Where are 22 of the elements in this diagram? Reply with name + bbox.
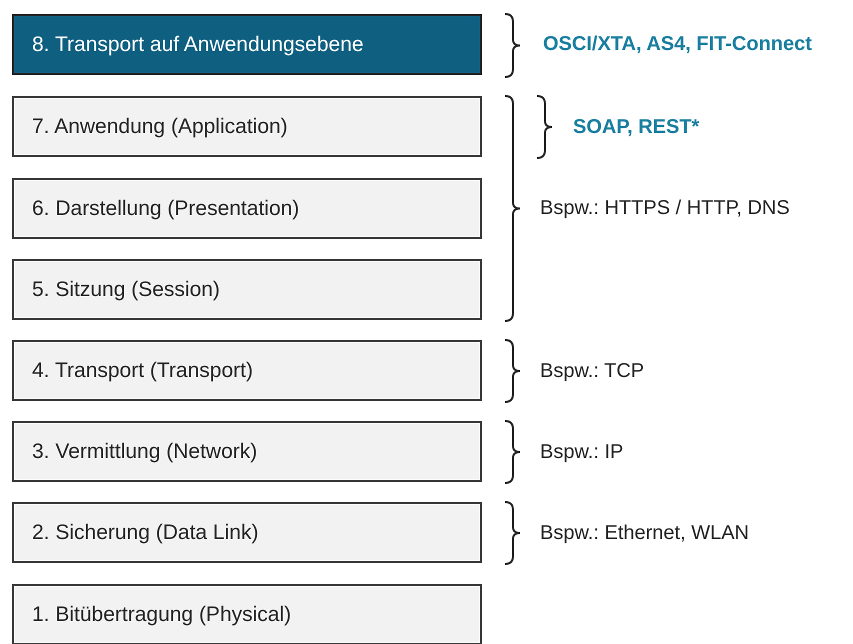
layer-box: [12, 96, 482, 157]
protocol-note: Bspw.: TCP: [540, 360, 644, 383]
layer-box: [12, 259, 482, 320]
protocol-note: Bspw.: IP: [540, 441, 624, 464]
layer-name: 7. Anwendung (Application): [32, 114, 288, 138]
layer-box: [12, 421, 482, 482]
layer-name: 3. Vermittlung (Network): [32, 440, 258, 464]
layer-box: [12, 584, 482, 644]
layer-name: 8. Transport auf Anwendungsebene: [32, 32, 364, 56]
layer-name: 6. Darstellung (Presentation): [32, 196, 300, 220]
layer-name: 4. Transport (Transport): [32, 358, 253, 382]
protocol-note: SOAP, REST*: [573, 116, 700, 139]
layer-name: 2. Sicherung (Data Link): [32, 520, 258, 544]
layer-box: [12, 178, 482, 239]
layer-box: [12, 502, 482, 563]
highlighted-layer-box: [12, 14, 482, 75]
protocol-note: Bspw.: Ethernet, WLAN: [540, 522, 749, 545]
layer-name: 1. Bitübertragung (Physical): [32, 602, 292, 626]
layer-box: [12, 340, 482, 401]
protocol-note: Bspw.: HTTPS / HTTP, DNS: [540, 197, 790, 220]
layer-name: 5. Sitzung (Session): [32, 278, 220, 302]
protocol-note: OSCI/XTA, AS4, FIT-Connect: [543, 33, 812, 56]
